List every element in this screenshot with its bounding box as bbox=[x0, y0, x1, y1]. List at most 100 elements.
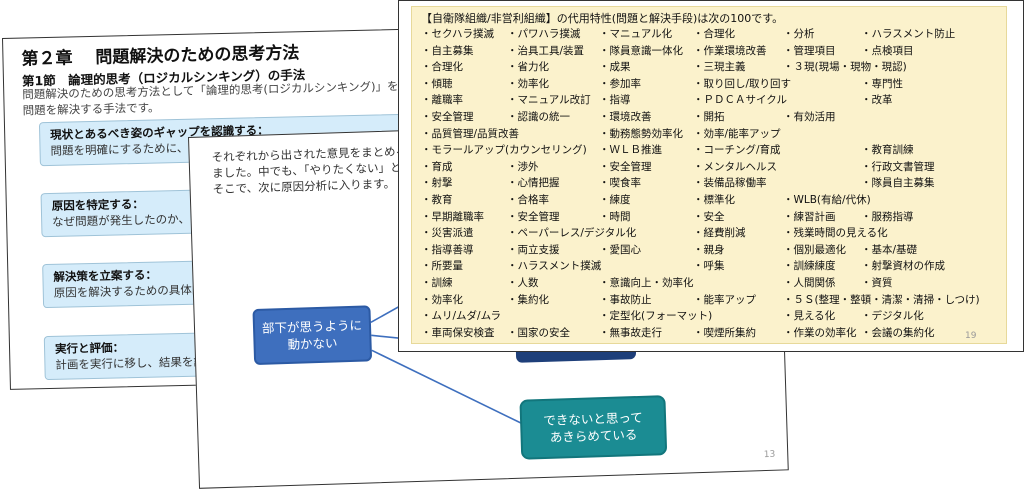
list-item: ・合格率 bbox=[507, 194, 549, 206]
page-number: 13 bbox=[763, 449, 776, 461]
list-item: ・標準化 bbox=[693, 194, 735, 206]
list-item: ・教育訓練 bbox=[861, 144, 914, 157]
list-item: ・安全管理 bbox=[599, 160, 652, 173]
list-item: ・渉外 bbox=[507, 160, 539, 173]
list-item: ・成果 bbox=[599, 61, 631, 74]
list-item: ・３現(現場・現物・現認) bbox=[783, 61, 907, 74]
list-item: ・指導善導 bbox=[421, 243, 474, 256]
list-item: ・練習計画 bbox=[783, 210, 836, 223]
list-item: ・両立支援 bbox=[507, 243, 560, 256]
node-giving-up: できないと思って あきらめている bbox=[519, 395, 668, 460]
list-item: ・意識向上・効率化 bbox=[599, 277, 694, 289]
list-item: ・作業の効率化 bbox=[783, 326, 857, 339]
list-item: ・ムリ/ムダ/ムラ bbox=[421, 310, 502, 323]
list-item: ・改革 bbox=[861, 94, 893, 107]
list-item: ・隊員自主募集 bbox=[861, 177, 935, 190]
list-item: ・喫食率 bbox=[599, 177, 641, 190]
list-item: ・時間 bbox=[599, 210, 631, 223]
list-item: ・喫煙所集約 bbox=[693, 326, 756, 339]
list-item: ・マニュアル改訂 bbox=[507, 94, 591, 107]
list-item: ・WLB(有給/代休) bbox=[783, 194, 871, 206]
list-item: ・資質 bbox=[861, 277, 893, 289]
list-item: ・服務指導 bbox=[861, 210, 914, 223]
list-item: ・マニュアル化 bbox=[599, 28, 673, 40]
list-item: ・装備品稼働率 bbox=[693, 177, 767, 190]
list-item: ・パワハラ撲滅 bbox=[507, 28, 581, 40]
list-item: ・メンタルヘルス bbox=[693, 160, 777, 173]
list-background bbox=[411, 6, 1007, 344]
list-item: ・経費削減 bbox=[693, 227, 746, 240]
list-item: ・分析 bbox=[783, 28, 815, 40]
list-item: ・品質管理/品質改善 bbox=[421, 127, 520, 140]
list-item: ・合理化 bbox=[421, 61, 463, 74]
list-item: ・事故防止 bbox=[599, 293, 652, 306]
list-item: ・心情把握 bbox=[507, 177, 560, 190]
list-item: ・集約化 bbox=[507, 293, 549, 306]
list-item: ・射撃 bbox=[421, 177, 453, 190]
list-item: ・参加率 bbox=[599, 77, 641, 90]
list-item: ・個別最適化 bbox=[783, 243, 846, 256]
list-item: ・隊員意識一体化 bbox=[599, 44, 683, 57]
list-item: ・能率アップ bbox=[693, 293, 756, 306]
list-item: ・コーチング/育成 bbox=[693, 144, 781, 157]
list-item: ・会議の集約化 bbox=[861, 326, 935, 339]
list-item: ・定型化(フォーマット) bbox=[599, 310, 713, 323]
list-item: ・ハラスメント防止 bbox=[861, 28, 956, 40]
list-item: ・管理項目 bbox=[783, 44, 836, 57]
list-item: ・射撃資材の作成 bbox=[861, 260, 945, 273]
list-item: ・環境改善 bbox=[599, 111, 652, 123]
list-item: ・教育 bbox=[421, 194, 453, 206]
list-item: ・育成 bbox=[421, 160, 453, 173]
list-item: ・自主募集 bbox=[421, 44, 474, 57]
list-item: ・練度 bbox=[599, 194, 631, 206]
list-item: ・親身 bbox=[693, 243, 725, 256]
list-item: ・５Ｓ(整理・整頓・清潔・清掃・しつけ) bbox=[783, 293, 980, 306]
list-item: ・早期離職率 bbox=[421, 210, 484, 223]
list-item: ・治具工具/装置 bbox=[507, 44, 585, 57]
list-item: ・訓練 bbox=[421, 277, 453, 289]
list-item: ・指導 bbox=[599, 94, 631, 107]
list-item: ・効率化 bbox=[507, 77, 549, 90]
list-item: ・安全 bbox=[693, 210, 725, 223]
list-item: ・離職率 bbox=[421, 94, 463, 107]
list-item: ・合理化 bbox=[693, 28, 735, 40]
list-item: ・作業環境改善 bbox=[693, 44, 767, 57]
list-item: ・ハラスメント撲滅 bbox=[507, 260, 602, 273]
list-item: ・モラールアップ(カウンセリング) bbox=[421, 144, 587, 157]
list-item: ・傾聴 bbox=[421, 77, 453, 90]
list-item: ・安全管理 bbox=[421, 111, 474, 123]
list-item: ・開拓 bbox=[693, 111, 725, 123]
list-item: ・残業時間の見える化 bbox=[783, 227, 888, 240]
list-item: ・動務態勢効率化 bbox=[599, 127, 683, 140]
list-item: ・セクハラ撲滅 bbox=[421, 28, 494, 40]
node-subordinates-not-moving: 部下が思うように 動かない bbox=[252, 305, 373, 366]
list-item: ・ＰＤＣＡサイクル bbox=[693, 94, 787, 107]
list-item: ・無事故走行 bbox=[599, 326, 662, 339]
list-item: ・車両保安検査 bbox=[421, 326, 495, 339]
list-item: ・人間関係 bbox=[783, 277, 836, 289]
list-item: ・安全管理 bbox=[507, 210, 560, 223]
list-item: ・行政文書管理 bbox=[861, 160, 935, 173]
page-number: 19 bbox=[965, 331, 977, 341]
list-item: ・効率/能率アップ bbox=[693, 127, 781, 140]
list-item: ・国家の安全 bbox=[507, 326, 570, 339]
list-item: ・ペーパーレス/デジタル化 bbox=[507, 227, 637, 240]
list-item: ・有効活用 bbox=[783, 111, 836, 123]
list-item: ・取り回し/取り回す bbox=[693, 77, 792, 90]
list-item: ・所要量 bbox=[421, 260, 463, 273]
list-item: ・愛国心 bbox=[599, 243, 641, 256]
list-item: ・認識の統一 bbox=[507, 111, 570, 123]
list-item: ・デジタル化 bbox=[861, 310, 924, 323]
list-item: ・人数 bbox=[507, 277, 539, 289]
list-item: ・効率化 bbox=[421, 293, 463, 306]
list-item: ・点検項目 bbox=[861, 44, 914, 57]
list-item: ・災害派遣 bbox=[421, 227, 474, 240]
list-item: ・省力化 bbox=[507, 61, 549, 74]
list-item: ・呼集 bbox=[693, 260, 725, 273]
list-item: ・訓練練度 bbox=[783, 260, 836, 273]
list-item: ・専門性 bbox=[861, 77, 903, 90]
list-item: ・三現主義 bbox=[693, 61, 746, 74]
list-item: ・ＷＬＢ推進 bbox=[599, 144, 662, 157]
list-header: 【自衛隊組織/非営利組織】の代用特性(問題と解決手段)は次の100です。 bbox=[421, 12, 784, 25]
list-item: ・基本/基礎 bbox=[861, 243, 918, 256]
